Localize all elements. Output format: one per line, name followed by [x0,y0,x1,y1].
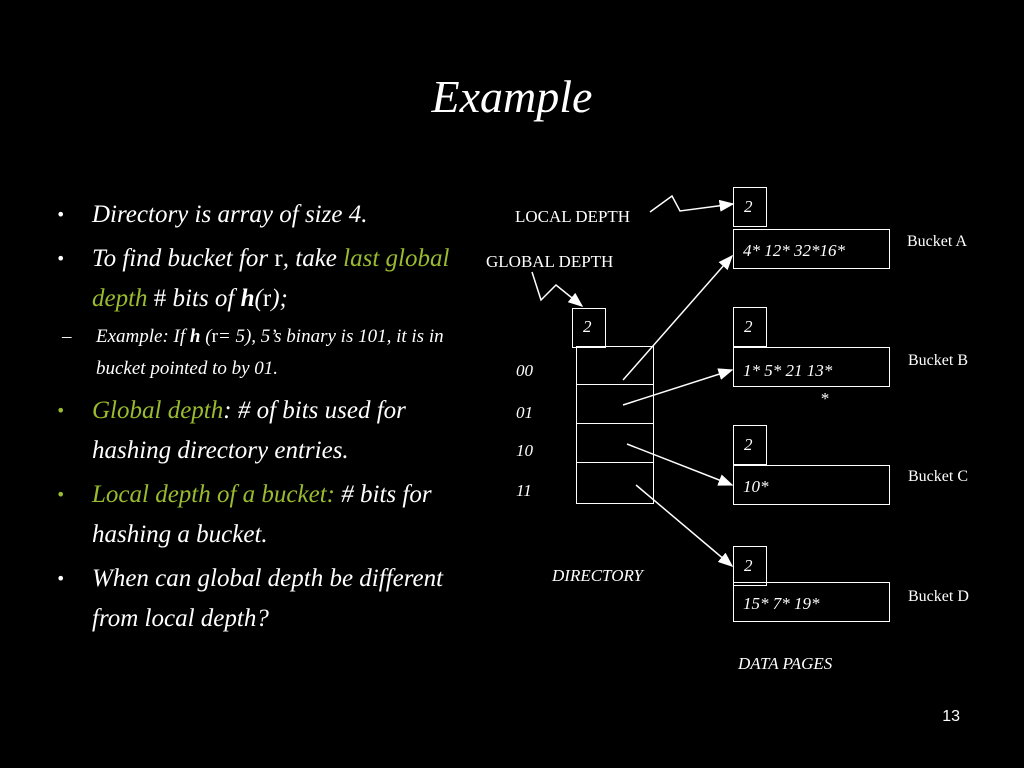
bucket-b-label: Bucket B [908,352,968,369]
bullet-text: # bits for hashing a bucket. [92,481,432,548]
dir-10-arrow [626,443,734,486]
r-symbol: r [274,245,283,272]
bullet-dot-icon: • [56,569,66,588]
directory-array [576,346,654,504]
local-depth-label: LOCAL DEPTH [515,207,631,226]
bucket-d-label: Bucket D [908,588,969,605]
local-depth-value: 2 [744,435,753,454]
bullet-directory-size: • Directory is array of size 4. [50,195,460,235]
directory-entry-00: 00 [516,361,533,380]
r-symbol: r [262,285,272,312]
sub-dash: – [62,326,72,347]
bullet-dot-icon: • [56,205,66,224]
directory-divider [576,384,654,386]
bucket-c-label: Bucket C [908,468,968,485]
local-depth-value: 2 [744,317,753,336]
page-number: 13 [942,708,960,725]
bullet-text: : # of bits used for hashing directory e… [92,397,406,464]
data-pages-label: DATA PAGES [738,654,833,673]
bucket-a-contents: 4* 12* 32*16* [743,241,845,260]
directory-divider [576,462,654,464]
r-symbol: r [211,326,218,347]
h-function: h [189,326,201,347]
dir-00-arrow [622,254,733,381]
bullet-text: , take [282,245,344,272]
bullet-find-bucket: • To find bucket for r, take last global… [50,239,460,319]
local-depth-callout-arrow [649,194,735,213]
bucket-a-local-depth: 2 [733,187,767,227]
bucket-a-label: Bucket A [907,233,967,250]
directory-entry-10: 10 [516,441,533,460]
directory-entry-11: 11 [516,481,532,500]
slide-title: Example [431,71,593,122]
sub-bullet-example: – Example: If h (r= 5), 5’s binary is 10… [50,321,460,385]
sub-text: ( [200,326,212,347]
highlight-global-depth: Global depth [92,397,224,424]
bullet-text: bits of [172,285,241,312]
bullet-text: To find bucket for [92,245,275,272]
bucket-c-local-depth: 2 [733,425,767,465]
bucket-b-overflow: * [820,389,829,408]
directory-divider [576,423,654,425]
local-depth-value: 2 [744,197,753,216]
bullet-dot-icon: • [56,249,66,268]
bucket-b-page: 1* 5* 21 13* [733,347,890,387]
global-depth-box: 2 [572,308,606,348]
bullet-question: • When can global depth be different fro… [50,559,460,639]
bullet-text: When can global depth be different from … [92,565,444,632]
hash-symbol: # [147,285,173,312]
highlight-local-depth: Local depth of a bucket: [92,481,335,508]
bucket-b-contents: 1* 5* 21 13* [743,361,833,380]
h-function: h [240,285,255,312]
bucket-d-local-depth: 2 [733,546,767,586]
bullet-dot-icon: • [56,401,66,420]
dir-11-arrow [635,484,734,567]
directory-entry-01: 01 [516,403,533,422]
bucket-c-page: 10* [733,465,890,505]
dir-01-arrow [622,368,734,406]
bucket-a-page: 4* 12* 32*16* [733,229,890,269]
paren-open: ( [254,285,263,312]
local-depth-value: 2 [744,556,753,575]
bullet-global-depth: • Global depth: # of bits used for hashi… [50,391,460,471]
bucket-b-local-depth: 2 [733,307,767,347]
global-depth-callout-arrow [531,271,584,307]
bucket-d-contents: 15* 7* 19* [743,594,820,613]
bucket-c-contents: 10* [743,477,769,496]
global-depth-label: GLOBAL DEPTH [486,252,614,271]
bullet-local-depth: • Local depth of a bucket: # bits for ha… [50,475,460,555]
highlight-last-global-depth: last global depth [92,245,450,312]
bullet-list: • Directory is array of size 4. • To fin… [50,195,460,643]
sub-text: Example: If [96,326,190,347]
directory-label: DIRECTORY [552,566,644,585]
global-depth-value: 2 [583,317,592,336]
sub-text: = 5), 5’s binary is 101, it is in bucket… [96,326,444,379]
bucket-d-page: 15* 7* 19* [733,582,890,622]
bullet-text: Directory is array of size 4. [92,201,368,228]
paren-close: ); [271,285,288,312]
bullet-dot-icon: • [56,485,66,504]
